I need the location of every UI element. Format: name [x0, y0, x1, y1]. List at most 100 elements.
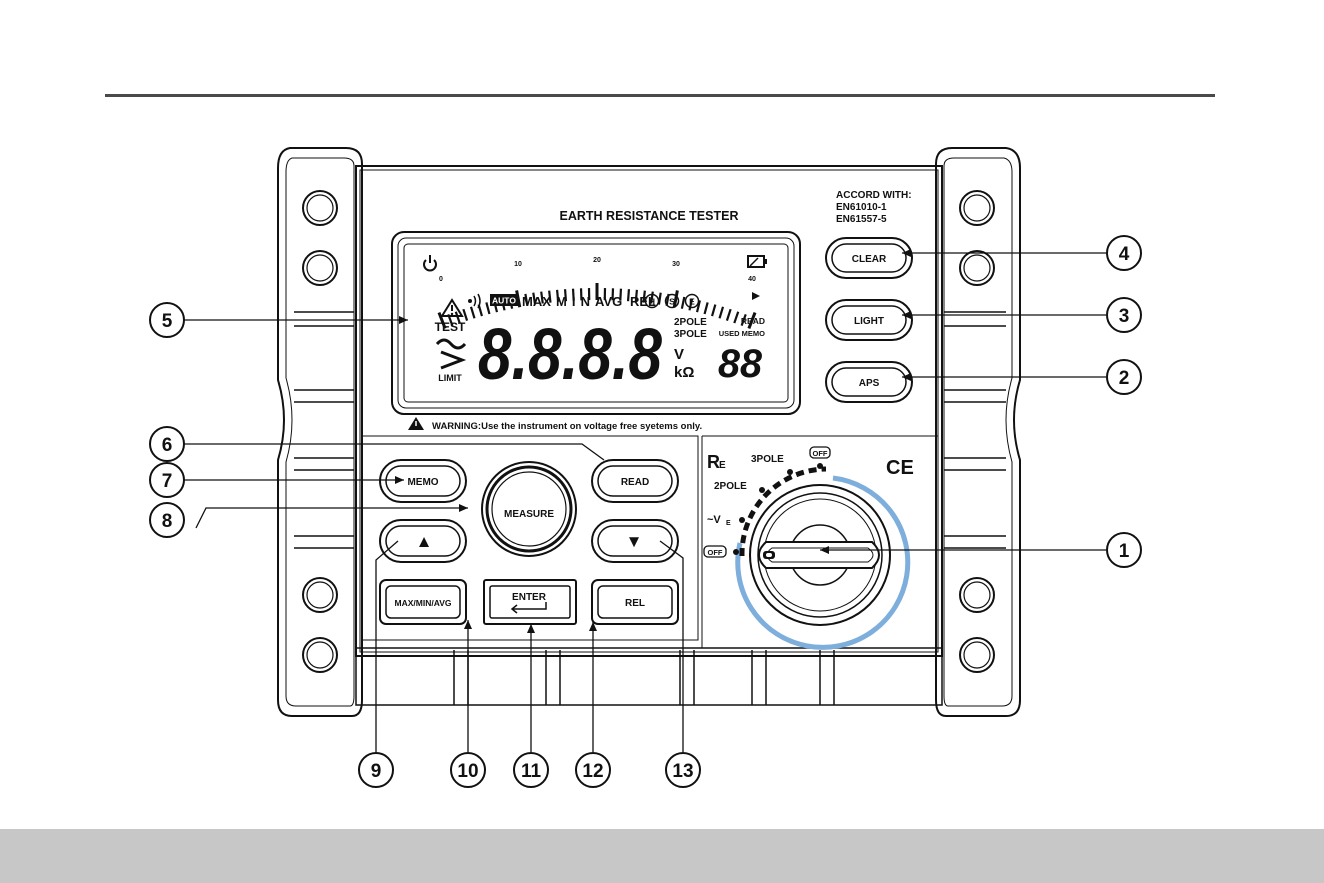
svg-text:OFF: OFF — [813, 449, 828, 458]
min-label: MIN — [556, 294, 590, 309]
limit-label: LIMIT — [438, 373, 462, 383]
bargraph-segment — [532, 292, 537, 305]
power-icon — [423, 255, 437, 272]
max-label: MAX — [522, 294, 551, 309]
leader-arrowheads — [395, 249, 911, 633]
switch-pos-2pole: 2POLE — [714, 481, 747, 492]
switch-pos-ve-sub: E — [726, 520, 731, 527]
bargraph-segment — [571, 288, 575, 301]
device-title: EARTH RESISTANCE TESTER — [560, 209, 739, 223]
re-symbol: R — [707, 452, 720, 472]
read-button[interactable]: READ — [591, 459, 679, 503]
h-indicator — [644, 293, 660, 309]
switch-pos-ve: ~V — [707, 514, 721, 526]
callout-7: 7 — [149, 462, 185, 498]
svg-text:4: 4 — [1119, 244, 1130, 265]
scale-label-0: 0 — [439, 276, 443, 283]
footer-bar — [0, 829, 1324, 883]
standard-2: EN61557-5 — [836, 214, 887, 225]
lcd-3pole: 3POLE — [674, 329, 707, 340]
rotary-selector[interactable] — [735, 466, 911, 650]
h-label: H — [649, 297, 655, 307]
callout-12: 12 — [575, 752, 611, 788]
s-label: S — [669, 297, 675, 307]
bargraph-segment — [733, 311, 740, 324]
enter-button[interactable]: ENTER — [483, 579, 577, 625]
rotary-range-arc — [735, 475, 911, 650]
clear-button-label: CLEAR — [852, 254, 887, 265]
bargraph-arrow-icon — [752, 292, 760, 300]
bargraph-segment — [626, 289, 631, 302]
unit-v: V — [674, 346, 684, 363]
read-button-label: READ — [621, 477, 649, 488]
unit-kohm: kΩ — [674, 364, 694, 381]
enter-return-icon — [510, 602, 547, 614]
bargraph-segment — [563, 289, 568, 302]
callout-13: 13 — [665, 752, 701, 788]
bargraph-segment — [524, 293, 529, 306]
bargraph-segment — [680, 296, 686, 309]
callout-5: 5 — [149, 302, 185, 338]
svg-text:12: 12 — [582, 761, 603, 782]
bargraph-segment — [454, 311, 461, 324]
bargraph-segment — [515, 290, 522, 308]
svg-text:11: 11 — [521, 761, 542, 782]
callout-2: 2 — [1106, 359, 1142, 395]
bargraph-segment — [695, 300, 701, 313]
svg-text:9: 9 — [371, 761, 382, 782]
aps-button[interactable]: APS — [825, 361, 913, 403]
rotary-dial-arc — [739, 466, 827, 557]
bargraph-segment — [462, 308, 469, 321]
up-button[interactable]: ▲ — [379, 519, 467, 563]
light-button[interactable]: LIGHT — [825, 299, 913, 341]
auto-badge — [490, 294, 518, 306]
main-readout: 8.8.8.8 — [478, 315, 662, 395]
device-housing — [277, 147, 1021, 717]
standard-1: EN61010-1 — [836, 202, 887, 213]
max-min-avg-label: MAX/MIN/AVG — [395, 598, 452, 608]
clear-button[interactable]: CLEAR — [825, 237, 913, 279]
switch-pos-off-top: OFF — [809, 446, 831, 459]
bargraph-segment — [540, 291, 544, 304]
bargraph-segment — [688, 298, 694, 311]
rel-button[interactable]: REL — [591, 579, 679, 625]
svg-text:8: 8 — [162, 511, 173, 532]
svg-text:1: 1 — [1119, 541, 1130, 562]
svg-text:OFF: OFF — [708, 548, 723, 557]
svg-text:6: 6 — [162, 435, 173, 456]
svg-text:10: 10 — [457, 761, 478, 782]
scale-label-10: 10 — [514, 261, 522, 268]
bargraph-segment — [469, 306, 476, 319]
enter-button-label: ENTER — [512, 592, 547, 603]
auto-label: AUTO — [492, 296, 516, 306]
lcd-display: 0 10 20 30 40 AUTO MAX MIN AVG REL H S E… — [391, 231, 801, 415]
aps-button-label: APS — [859, 378, 880, 389]
bargraph-segment — [711, 304, 717, 317]
rotary-position-dots — [733, 463, 823, 555]
re-symbol-sub: E — [719, 460, 726, 471]
warning-notice: WARNING:Use the instrument on voltage fr… — [408, 417, 702, 432]
rel-button-label: REL — [625, 598, 645, 609]
memo-button[interactable]: MEMO — [379, 459, 467, 503]
bargraph-segment — [747, 312, 757, 329]
bargraph-segment — [548, 290, 552, 303]
bargraph-segment — [718, 306, 725, 319]
accord-heading: ACCORD WITH: — [836, 190, 912, 201]
measure-button[interactable]: MEASURE — [481, 461, 577, 557]
rotary-knob-handle[interactable] — [758, 541, 880, 569]
avg-label: AVG — [595, 294, 622, 309]
callout-11: 11 — [513, 752, 549, 788]
bargraph-segment — [642, 290, 646, 303]
e-label: E — [689, 297, 695, 307]
bargraph-segment — [556, 289, 560, 302]
light-button-label: LIGHT — [854, 316, 884, 327]
max-min-avg-button[interactable]: MAX/MIN/AVG — [379, 579, 467, 625]
s-indicator — [664, 293, 680, 309]
battery-icon — [747, 255, 767, 268]
svg-text:7: 7 — [162, 471, 173, 492]
rel-label: REL — [630, 294, 656, 309]
leader-lines — [184, 252, 1106, 752]
svg-text:3: 3 — [1119, 306, 1130, 327]
down-button[interactable]: ▼ — [591, 519, 679, 563]
